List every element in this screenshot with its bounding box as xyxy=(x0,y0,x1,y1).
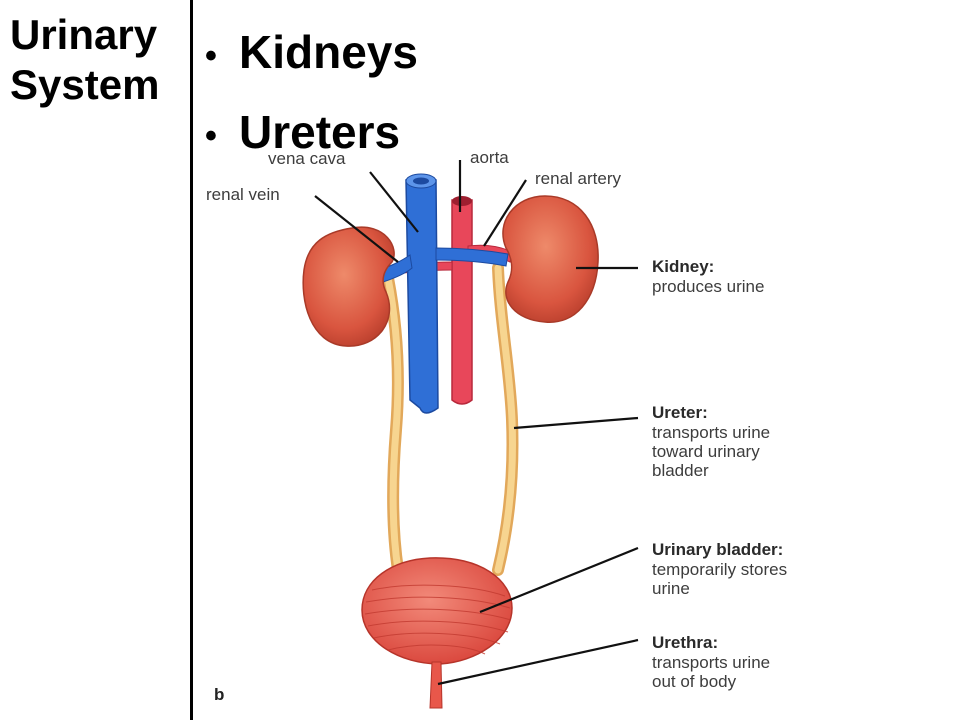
callout-bladder-desc-1: temporarily stores xyxy=(652,560,787,579)
callout-urethra-title: Urethra: xyxy=(652,633,718,652)
bullet-dot-icon: • xyxy=(205,116,217,155)
label-aorta: aorta xyxy=(470,148,509,167)
callout-ureter-desc-3: bladder xyxy=(652,461,709,480)
label-renal-vein: renal vein xyxy=(206,185,280,204)
callout-ureter-desc-2: toward urinary xyxy=(652,442,760,461)
bullet-text: Ureters xyxy=(239,105,401,158)
bullet-dot-icon: • xyxy=(205,36,217,75)
callout-kidney-desc-1: produces urine xyxy=(652,277,764,296)
callout-ureter-title: Ureter: xyxy=(652,403,708,422)
urethra xyxy=(429,661,443,709)
bullet-list: • Kidneys • Ureters xyxy=(205,14,418,174)
callout-kidney-title: Kidney: xyxy=(652,257,714,276)
bladder-muscle-striations xyxy=(364,584,512,655)
callout-urethra-desc-1: transports urine xyxy=(652,653,770,672)
label-vena-cava: vena cava xyxy=(268,149,346,168)
callout-ureter-desc-1: transports urine xyxy=(652,423,770,442)
callout-urethra-desc-2: out of body xyxy=(652,672,737,691)
bullet-text: Kidneys xyxy=(239,26,418,78)
bullet-item-kidneys: • Kidneys xyxy=(205,14,418,94)
side-title-line-1: Urinary xyxy=(10,11,158,58)
leader-lines xyxy=(314,160,639,686)
vena-cava xyxy=(405,179,439,414)
callout-bladder-desc-2: urine xyxy=(652,579,690,598)
vertical-divider xyxy=(190,0,193,720)
right-kidney xyxy=(502,195,599,323)
aorta xyxy=(451,199,473,405)
label-renal-artery: renal artery xyxy=(535,169,621,188)
figure-letter: b xyxy=(214,685,224,704)
callout-bladder-title: Urinary bladder: xyxy=(652,540,783,559)
side-title-line-2: System xyxy=(10,61,160,108)
bullet-item-ureters: • Ureters xyxy=(205,94,418,174)
slide-side-title: Urinary System xyxy=(10,10,185,110)
left-kidney xyxy=(302,226,395,347)
